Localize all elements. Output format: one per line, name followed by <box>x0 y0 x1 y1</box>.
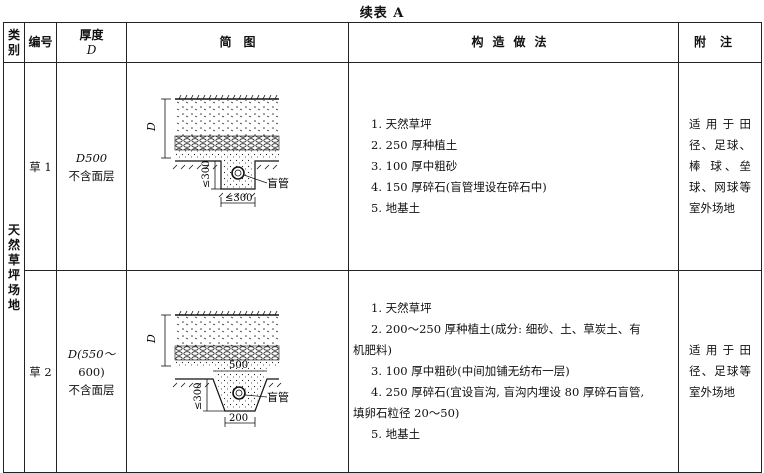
header-number: 编号 <box>24 22 57 63</box>
header-note: 附注 <box>678 22 762 63</box>
trench-outline <box>175 160 279 190</box>
pipe-icon <box>232 386 246 400</box>
soil-layer <box>175 316 279 346</box>
header-thickness: 厚度 D <box>56 22 127 63</box>
row-diagram: 500 盲管 D ≤300 200 <box>126 270 349 473</box>
bottom-dimension-label: ≤300 <box>225 193 252 204</box>
category-cell: 天然草坪场地 <box>3 62 25 473</box>
construction-table: 类别 编号 厚度 D 简 图 构造做法 附注 天然草坪场地 草 1 D500 不… <box>3 22 762 473</box>
table-row: 天然草坪场地 草 1 D500 不含面层 <box>3 62 762 473</box>
section-diagram-2: 500 盲管 D ≤300 200 <box>145 310 289 427</box>
left-dimension-label: ≤300 <box>201 161 212 188</box>
pipe-icon <box>231 166 245 180</box>
top-dimension-label: 500 <box>229 360 248 371</box>
gravel-layer <box>174 345 280 361</box>
d-dimension-label: D <box>145 334 158 344</box>
row-method: 1. 天然草坪 2. 200～250 厚种植土(成分: 细砂、土、草炭土、有 机… <box>348 270 679 473</box>
grass-ticks <box>178 94 278 100</box>
pipe-label: 盲管 <box>267 176 289 190</box>
gravel-layer <box>174 135 280 151</box>
row-method: 1. 天然草坪 2. 250 厚种植土 3. 100 厚中粗砂 4. 150 厚… <box>348 62 679 271</box>
bottom-dimension-label: 200 <box>229 413 248 424</box>
pipe-label: 盲管 <box>267 390 289 404</box>
row-note: 适用于田 径、足球等 室外场地 <box>678 270 762 473</box>
header-method: 构造做法 <box>348 22 679 63</box>
row-number: 草 1 <box>24 62 57 271</box>
sand-layer <box>175 150 279 158</box>
row-number: 草 2 <box>24 270 57 473</box>
left-dimension-label: ≤300 <box>193 383 204 410</box>
header-row: 类别 编号 厚度 D 简 图 构造做法 附注 <box>3 22 762 63</box>
row-diagram: 盲管 D ≤300 ≤300 <box>126 62 349 271</box>
soil-layer <box>175 100 279 136</box>
header-category: 类别 <box>3 22 25 63</box>
row-note: 适用于田 径、足球、 棒 球、垒 球、网球等 室外场地 <box>678 62 762 271</box>
row-thickness: D(550～ 600) 不含面层 <box>56 270 127 473</box>
d-dimension-label: D <box>145 122 158 132</box>
header-diagram: 简 图 <box>126 22 349 63</box>
table-row: 草 2 D(550～ 600) 不含面层 <box>4 270 762 473</box>
row-thickness: D500 不含面层 <box>56 62 127 271</box>
section-diagram-1: 盲管 D ≤300 ≤300 <box>145 94 289 207</box>
table-caption: 续表 A <box>359 6 405 21</box>
